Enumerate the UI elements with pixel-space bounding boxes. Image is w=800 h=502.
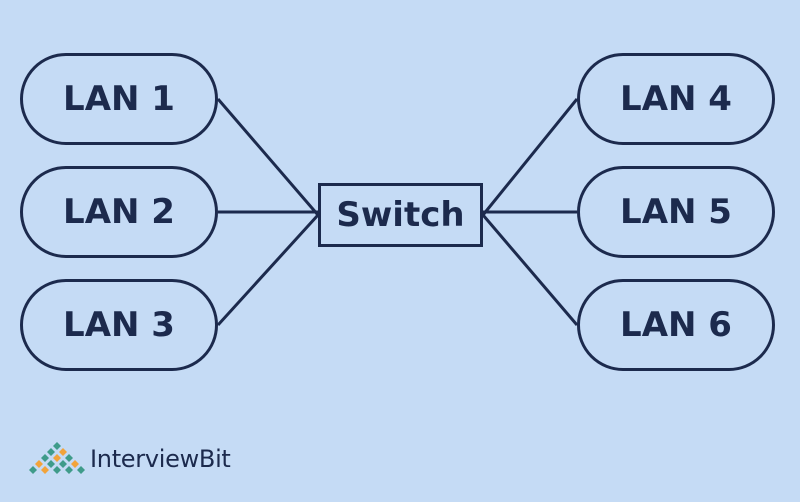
link-lan-6: [481, 214, 579, 326]
switch-node: Switch: [318, 183, 483, 247]
brand-name: InterviewBit: [90, 445, 231, 473]
lan-3-node: LAN 3: [20, 279, 218, 371]
lan-4-node: LAN 4: [577, 53, 775, 145]
lan-2-node: LAN 2: [20, 166, 218, 258]
lan-6-node: LAN 6: [577, 279, 775, 371]
interviewbit-logo-icon: [29, 442, 85, 474]
lan-1-node: LAN 1: [20, 53, 218, 145]
link-lan-1: [216, 98, 320, 216]
interviewbit-logo: InterviewBit: [28, 440, 231, 478]
link-lan-4: [481, 98, 579, 216]
link-lan-3: [216, 213, 320, 327]
lan-5-node: LAN 5: [577, 166, 775, 258]
